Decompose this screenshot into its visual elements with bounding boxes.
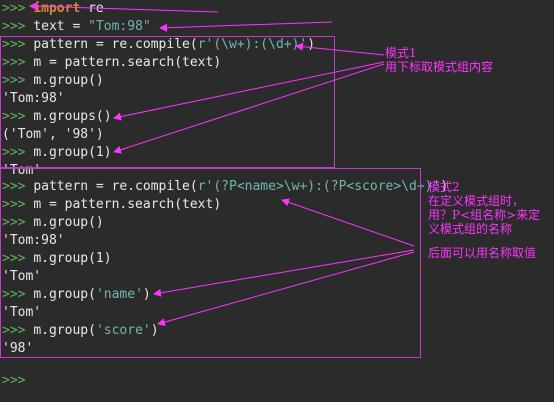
output-text: 'Tom': [2, 163, 42, 178]
console-output-line: 'Tom': [2, 162, 41, 180]
prompt-symbol: >>>: [2, 37, 26, 52]
prompt-symbol: >>>: [2, 251, 26, 266]
code-token: m.group(1): [33, 145, 112, 160]
console-output-line: 'Tom:98': [2, 90, 65, 108]
console-output-line: ('Tom', '98'): [2, 126, 104, 144]
console-input-line: >>> pattern = re.compile(r'(?P<name>\w+)…: [2, 178, 448, 196]
console-input-line: >>> m.group(): [2, 214, 104, 232]
pattern1-highlight-box: [0, 36, 335, 168]
annotation-pattern1: 模式1 用下标取模式组内容: [385, 46, 494, 74]
code-token: pattern = re.compile(: [33, 179, 198, 194]
prompt-symbol: >>>: [2, 215, 26, 230]
console-input-line: >>> m.groups(): [2, 108, 112, 126]
code-token: text =: [33, 19, 89, 34]
output-text: '98': [2, 341, 34, 356]
console-input-line: >>> m.group('name'): [2, 286, 151, 304]
string-token: r'(\w+):(\d+)': [197, 37, 308, 52]
console-output-line: 'Tom': [2, 268, 41, 286]
annotation-pattern2: 模式2 在定义模式组时， 用？P<组名称>来定 义模式组的名称: [428, 180, 541, 236]
console-input-line: >>> import re: [2, 0, 104, 18]
output-text: 'Tom': [2, 305, 42, 320]
code-token: ): [142, 287, 151, 302]
arrow-import: [29, 2, 219, 13]
prompt-symbol: >>>: [2, 109, 26, 124]
prompt-symbol: >>>: [2, 373, 26, 388]
console-input-line: >>> m.group(1): [2, 144, 112, 162]
console-input-line: >>> m = pattern.search(text): [2, 196, 221, 214]
code-token: m.group(): [33, 215, 104, 230]
arrow-score: [157, 251, 415, 326]
code-token: ): [307, 37, 316, 52]
output-text: 'Tom:98': [2, 91, 65, 106]
string-token: "Tom:98": [88, 19, 151, 34]
console-output-line: '98': [2, 340, 33, 358]
console-input-line: >>> m = pattern.search(text): [2, 54, 221, 72]
string-token: 'name': [95, 287, 143, 302]
arrow-name: [153, 249, 415, 297]
code-token: m.group(1): [33, 251, 112, 266]
prompt-symbol: >>>: [2, 73, 26, 88]
annotation-access-by-name: 后面可以用名称取值: [428, 246, 537, 260]
prompt-symbol: >>>: [2, 1, 26, 16]
arrow-group1: [113, 63, 385, 154]
code-token: m.groups(): [33, 109, 112, 124]
string-token: 'score': [95, 323, 151, 338]
code-token: ): [440, 179, 449, 194]
console-input-line: >>> m.group(): [2, 72, 104, 90]
console-output-line: 'Tom': [2, 304, 41, 322]
arrow-compile1: [295, 42, 385, 56]
console-input-line: >>> text = "Tom:98": [2, 18, 151, 36]
arrow-groups: [113, 61, 385, 121]
console-input-line: >>> m.group('score'): [2, 322, 159, 340]
prompt-symbol: >>>: [2, 323, 26, 338]
pattern2-highlight-box: [0, 168, 421, 358]
output-text: 'Tom:98': [2, 233, 65, 248]
console-input-line: >>>: [2, 372, 33, 390]
code-token: m.group(: [33, 323, 96, 338]
console-output-line: 'Tom:98': [2, 232, 65, 250]
code-token: ): [150, 323, 159, 338]
keyword-token: import: [33, 1, 81, 16]
code-token: m = pattern.search(text): [33, 197, 222, 212]
prompt-symbol: >>>: [2, 287, 26, 302]
prompt-symbol: >>>: [2, 197, 26, 212]
arrow-text: [159, 21, 333, 32]
prompt-symbol: >>>: [2, 145, 26, 160]
string-token: r'(?P<name>\w+):(?P<score>\d+)': [197, 179, 441, 194]
prompt-symbol: >>>: [2, 55, 26, 70]
prompt-symbol: >>>: [2, 179, 26, 194]
console-input-line: >>> pattern = re.compile(r'(\w+):(\d+)'): [2, 36, 315, 54]
code-token: m.group(: [33, 287, 96, 302]
code-token: pattern = re.compile(: [33, 37, 198, 52]
arrow-compile2: [281, 198, 415, 247]
console-input-line: >>> m.group(1): [2, 250, 112, 268]
code-token: m.group(): [33, 73, 104, 88]
output-text: 'Tom': [2, 269, 42, 284]
output-text: ('Tom', '98'): [2, 127, 104, 142]
code-token: m = pattern.search(text): [33, 55, 222, 70]
prompt-symbol: >>>: [2, 19, 26, 34]
